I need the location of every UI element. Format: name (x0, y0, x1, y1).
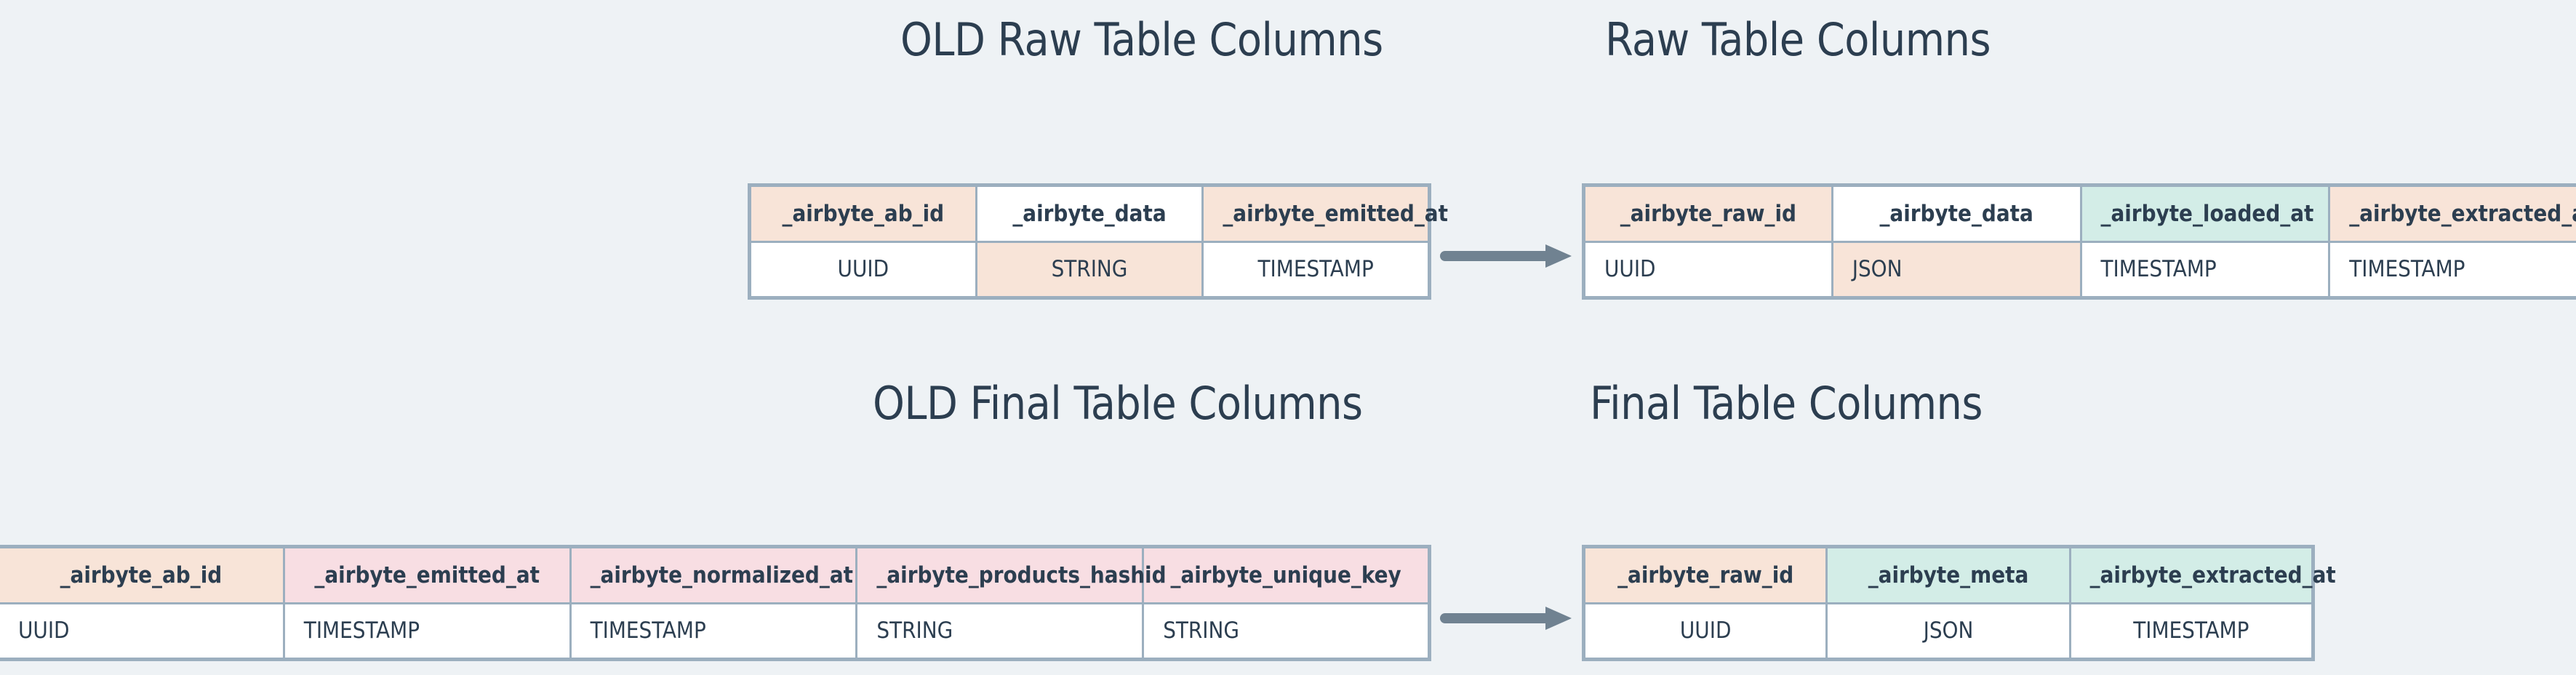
column-type-cell: TIMESTAMP (569, 602, 858, 660)
column-header-cell: _airbyte_raw_id (1583, 184, 1833, 243)
column-type-cell: UUID (0, 602, 285, 660)
column-type-cell: TIMESTAMP (282, 602, 572, 660)
column-type-cell: TIMESTAMP (2068, 602, 2315, 660)
column-type-cell: JSON (1831, 241, 2082, 299)
page-title-old-final-table: OLD Final Table Columns (873, 377, 1363, 430)
column-type-cell: STRING (1142, 602, 1431, 660)
table-raw-columns: _airbyte_raw_id _airbyte_data _airbyte_l… (1582, 183, 2576, 300)
table-row: UUID JSON TIMESTAMP TIMESTAMP (1583, 241, 2576, 299)
column-header-cell: _airbyte_normalized_at (569, 546, 858, 604)
column-type-cell: UUID (748, 241, 977, 299)
column-header-cell: _airbyte_emitted_at (282, 546, 572, 604)
column-type-cell: UUID (1582, 602, 1828, 660)
page-title-raw-table: Raw Table Columns (1605, 13, 1991, 66)
column-type-cell: JSON (1825, 602, 2071, 660)
arrow-right-icon (1440, 607, 1572, 630)
table-row: UUID JSON TIMESTAMP (1582, 602, 2315, 660)
table-row-headers: _airbyte_ab_id _airbyte_emitted_at _airb… (0, 546, 1431, 604)
column-header-cell: _airbyte_ab_id (0, 546, 285, 604)
column-header-cell: _airbyte_loaded_at (2079, 184, 2331, 243)
arrow-right-icon (1440, 244, 1572, 268)
column-header-cell: _airbyte_unique_key (1142, 546, 1431, 604)
page-title-final-table: Final Table Columns (1590, 377, 1983, 430)
column-header-cell: _airbyte_extracted_at (2328, 184, 2576, 243)
column-header-cell: _airbyte_products_hashid (855, 546, 1167, 604)
column-header-cell: _airbyte_data (975, 184, 1204, 243)
column-header-cell: _airbyte_emitted_at (1201, 184, 1448, 243)
column-header-cell: _airbyte_extracted_at (2068, 546, 2336, 604)
column-header-cell: _airbyte_meta (1825, 546, 2071, 604)
column-header-cell: _airbyte_raw_id (1582, 546, 1828, 604)
table-old-final-columns: _airbyte_ab_id _airbyte_emitted_at _airb… (0, 545, 1431, 661)
table-final-columns: _airbyte_raw_id _airbyte_meta _airbyte_e… (1582, 545, 2336, 661)
table-row-headers: _airbyte_raw_id _airbyte_meta _airbyte_e… (1582, 546, 2336, 604)
column-type-cell: TIMESTAMP (1201, 241, 1431, 299)
column-type-cell: STRING (855, 602, 1145, 660)
column-header-cell: _airbyte_ab_id (748, 184, 977, 243)
table-old-raw-columns: _airbyte_ab_id _airbyte_data _airbyte_em… (748, 183, 1448, 300)
table-row-headers: _airbyte_raw_id _airbyte_data _airbyte_l… (1583, 184, 2576, 243)
table-row: UUID TIMESTAMP TIMESTAMP STRING STRING (0, 602, 1431, 660)
page-title-old-raw-table: OLD Raw Table Columns (900, 13, 1383, 66)
column-header-cell: _airbyte_data (1831, 184, 2082, 243)
column-type-cell: STRING (975, 241, 1204, 299)
table-row-headers: _airbyte_ab_id _airbyte_data _airbyte_em… (748, 184, 1448, 243)
column-type-cell: TIMESTAMP (2328, 241, 2576, 299)
table-row: UUID STRING TIMESTAMP (748, 241, 1431, 299)
column-type-cell: UUID (1583, 241, 1833, 299)
column-type-cell: TIMESTAMP (2079, 241, 2331, 299)
